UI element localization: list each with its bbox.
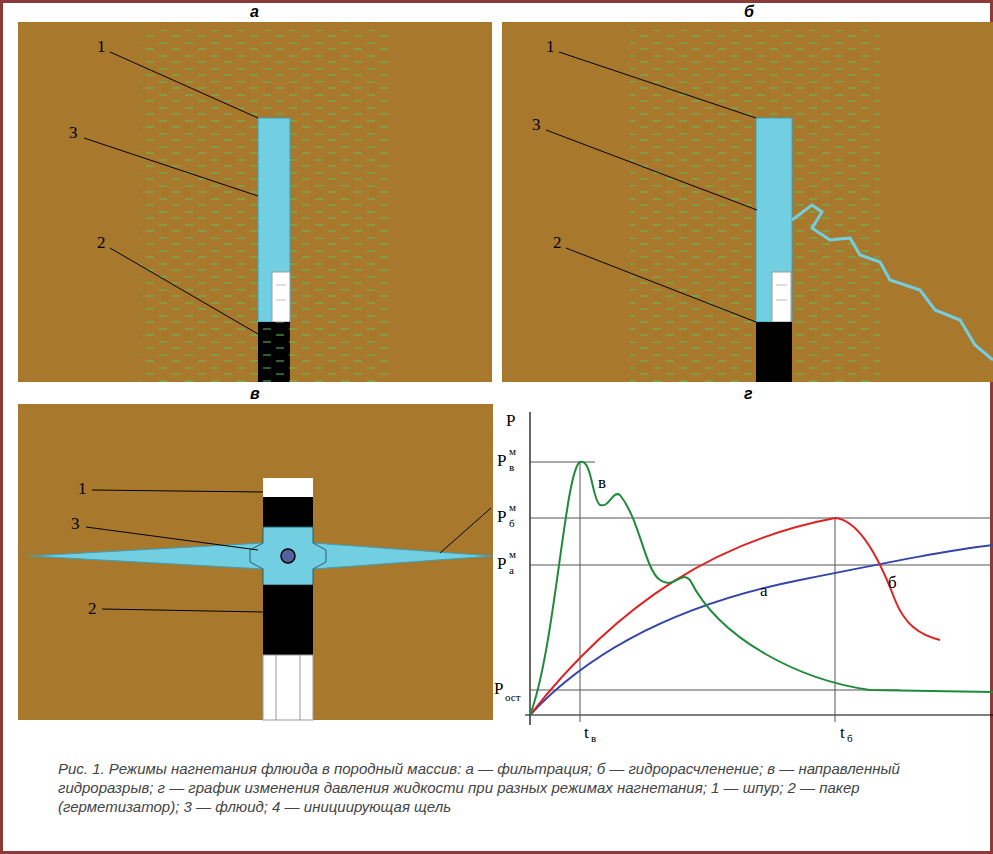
subscript: б [509,518,515,529]
rock-mass [18,22,492,382]
panel-letter: г [744,386,753,402]
grid-line [530,518,993,519]
curve-label: б [888,574,897,591]
figure-caption: Рис. 1. Режимы нагнетания флюида в пород… [58,760,918,816]
superscript: м [509,446,516,457]
grid-line [530,565,993,566]
callout-number: 3 [71,515,80,532]
wet-zone [630,30,880,382]
leader-line [84,138,258,196]
leader-line [440,508,491,553]
packer [263,585,313,655]
initiating-slot [30,543,263,569]
crack [792,205,993,360]
panel-letter: а [250,4,259,20]
rock-mass [502,22,993,382]
leader-line [566,248,756,322]
packer [263,497,313,527]
pressure-symbol: P [497,452,506,469]
plug [272,272,290,322]
rod-line [300,655,301,720]
curve-label: в [598,474,606,491]
time-symbol: t [840,724,845,741]
grid-line [835,518,836,722]
time-symbol: t [584,724,589,741]
p-axis [529,412,530,725]
callout-number: 2 [88,600,97,617]
pressure-symbol: P [497,508,506,525]
t-axis [525,714,993,715]
curve-b [530,518,940,715]
pressure-symbol: P [497,555,506,572]
callout-number: 1 [546,38,555,55]
plug-mark [776,300,787,301]
packer [258,322,290,382]
axis-label: P [506,412,515,429]
subscript: в [509,462,514,473]
plug-mark [276,300,286,301]
curve-label: а [760,582,768,599]
callout-number: 2 [97,234,106,251]
borehole-fluid [756,118,792,322]
curve-a [530,545,993,715]
leader-line [86,527,258,550]
injection-port [281,549,295,563]
fluid-chamber [250,527,326,585]
subscript: а [509,565,514,576]
plug [772,272,791,322]
leader-line [559,52,756,118]
borehole-top [263,478,313,497]
leader-line [110,52,258,118]
packer [756,322,792,382]
subscript: б [847,733,853,744]
callout-number: 3 [532,116,541,133]
callout-number: 3 [69,124,78,141]
rock-mass [18,404,493,720]
leader-line [102,609,263,612]
plug-mark [776,285,787,286]
wet-zone [140,30,390,382]
pressure-symbol: P [494,680,503,697]
leader-line [546,130,757,210]
rod [263,655,313,720]
leader-line [92,490,263,492]
superscript: м [509,549,516,560]
borehole-fluid [258,118,290,322]
callout-number: 1 [97,38,106,55]
packer-dashes [258,322,290,382]
rod-line [276,655,277,720]
initiating-slot [313,543,493,569]
curve-v [530,462,993,715]
callout-number: 2 [553,234,562,251]
panel-letter: б [744,4,754,20]
grid-line [530,690,900,691]
superscript: м [509,502,516,513]
panel-letter: в [250,386,260,402]
plug-mark [276,285,286,286]
callout-number: 1 [78,480,87,497]
subscript: ост [505,692,520,703]
subscript: в [591,733,596,744]
leader-line [110,248,258,334]
grid-line [580,462,581,722]
